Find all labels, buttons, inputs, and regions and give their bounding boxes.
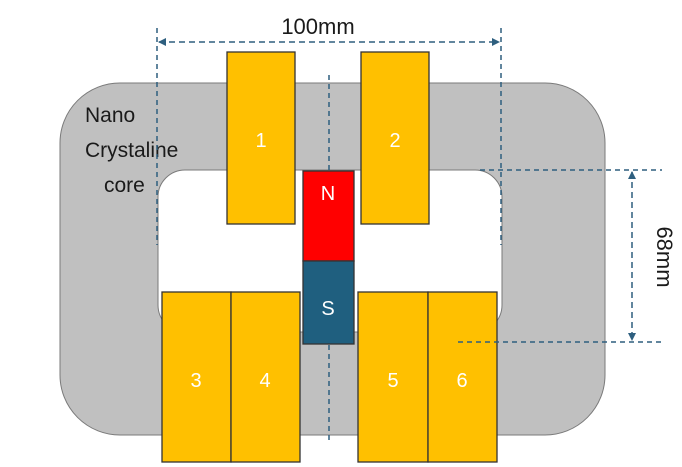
magnet-south-pole: S (302, 260, 355, 345)
height-dimension: 68mm (458, 169, 677, 343)
core-label-line-1: Nano (85, 104, 135, 127)
core-label-line-2: Crystaline (85, 139, 178, 162)
core-label: Nano Crystaline core (85, 104, 178, 197)
coil-4-label: 4 (259, 370, 270, 392)
width-dimension: 100mm (156, 14, 502, 245)
width-label: 100mm (281, 14, 354, 39)
coil-3: 3 (161, 291, 232, 463)
core-label-line-3: core (104, 174, 145, 197)
coil-2-label: 2 (389, 130, 400, 152)
coil-1: 1 (226, 51, 296, 225)
coil-3-label: 3 (190, 370, 201, 392)
height-label: 68mm (652, 226, 677, 287)
coil-5: 5 (357, 291, 429, 463)
coil-6-label: 6 (456, 370, 467, 392)
coil-5-label: 5 (387, 370, 398, 392)
coil-4: 4 (230, 291, 301, 463)
magnet-north-pole: N (302, 170, 355, 262)
coil-1-label: 1 (255, 130, 266, 152)
south-label: S (321, 298, 334, 320)
coil-6: 6 (427, 291, 498, 463)
north-label: N (321, 183, 335, 205)
coil-2: 2 (360, 51, 430, 225)
